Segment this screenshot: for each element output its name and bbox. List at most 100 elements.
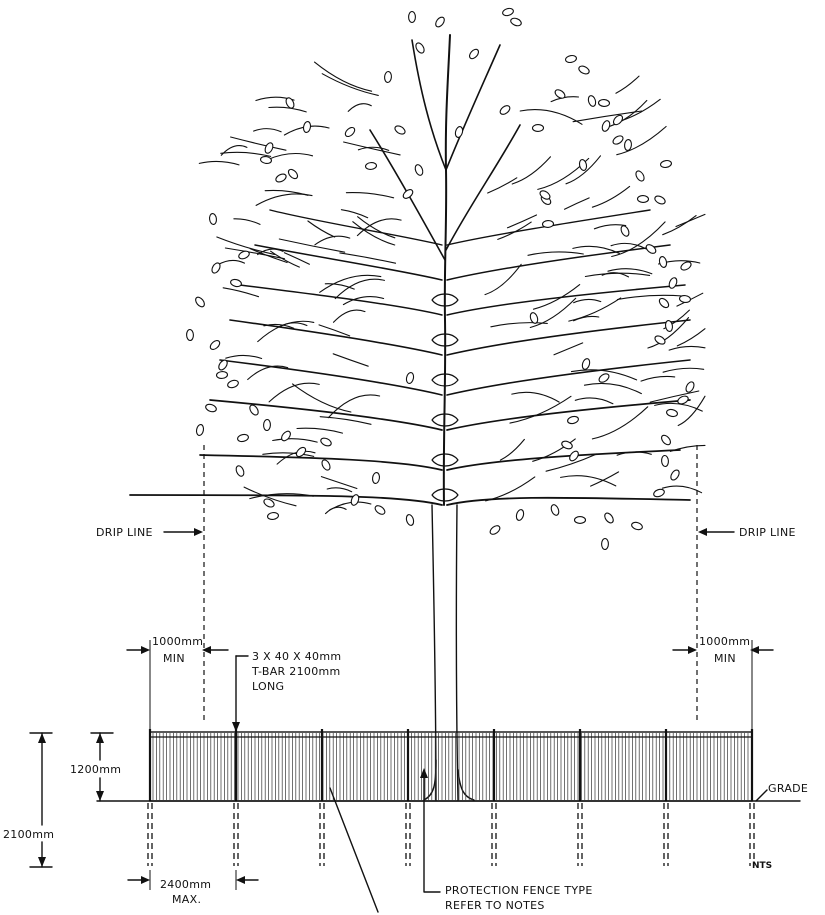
leaf-shape — [263, 418, 271, 432]
leaf-shape — [209, 339, 221, 351]
tree-branch — [615, 75, 640, 94]
leaf-shape — [238, 250, 250, 260]
tbar-callout-line1: 3 X 40 X 40mm — [252, 650, 341, 663]
leaf-shape — [515, 509, 525, 521]
tree-branch — [654, 402, 703, 412]
leaf-shape — [249, 404, 259, 416]
tree-branch — [442, 34, 451, 506]
tree-branch — [662, 367, 705, 373]
tree-drawing — [129, 7, 706, 801]
leaf-shape — [677, 395, 689, 405]
drip-line-right-label: DRIP LINE — [739, 526, 796, 539]
height-total-label: 2100mm — [3, 828, 54, 841]
trunk-knot — [431, 333, 459, 347]
tree-branch — [662, 215, 697, 236]
trunk-knot — [431, 293, 459, 307]
tree-branch — [446, 209, 651, 246]
min-offset-left-unit: MIN — [163, 652, 185, 665]
leaf-shape — [554, 89, 566, 99]
tree-branch — [324, 506, 347, 515]
height-2100-dimension — [29, 732, 53, 868]
leaf-shape — [578, 65, 590, 75]
tree-branch — [553, 342, 584, 356]
tree-branch — [446, 399, 691, 431]
tree-branch — [511, 391, 560, 403]
tree-branch — [583, 382, 642, 395]
tree-branch — [616, 451, 652, 456]
grade-leader — [755, 789, 768, 802]
tree-branch — [676, 328, 706, 347]
tree-branch — [446, 284, 686, 316]
tree-branch — [352, 221, 396, 246]
min-offset-right-dimension — [672, 640, 774, 730]
leaf-shape — [581, 358, 591, 370]
tree-branch — [263, 323, 295, 329]
tree-branch — [574, 397, 614, 405]
tree-branch — [343, 141, 401, 156]
leaf-shape — [670, 469, 680, 481]
leaf-shape — [620, 225, 630, 237]
drip-line-left-arrowhead — [194, 528, 203, 536]
tree-branch — [532, 438, 576, 462]
leaf-shape — [664, 319, 674, 333]
leaf-shape — [405, 514, 415, 526]
tree-branch — [499, 438, 525, 461]
tree-branch — [675, 213, 706, 228]
leaf-shape — [195, 296, 205, 308]
tree-branch — [487, 177, 518, 194]
height-1200-dimension — [90, 732, 114, 802]
min-offset-right-value: 1000mm — [699, 635, 750, 648]
tree-branch — [230, 136, 287, 151]
leaf-shape — [454, 126, 464, 138]
leaf-shape — [653, 488, 665, 498]
leaf-shape — [636, 195, 650, 203]
tree-branch — [611, 221, 666, 258]
tree-branch — [357, 216, 396, 239]
tree-branch — [484, 263, 522, 296]
leaf-shape — [678, 295, 692, 303]
tree-branch — [615, 98, 661, 123]
leaf-shape — [685, 381, 695, 393]
leaf-shape — [502, 7, 514, 17]
tree-branch — [268, 106, 307, 113]
tree-branch — [568, 297, 622, 322]
tree-branch — [572, 110, 643, 123]
leaf-shape — [287, 168, 299, 180]
leaf-shape — [510, 17, 522, 27]
leaf-shape — [281, 430, 291, 442]
fence-type-line1: PROTECTION FENCE TYPE — [445, 884, 593, 897]
tree-branch — [319, 416, 372, 425]
leaf-shape — [227, 379, 239, 389]
tree-branch — [573, 315, 600, 322]
spacing-unit-label: MAX. — [172, 893, 201, 906]
tree-branch — [321, 73, 379, 96]
tree-branch — [222, 287, 260, 298]
leaf-shape — [489, 525, 501, 535]
tree-branch — [560, 475, 617, 487]
leaf-shape — [573, 516, 587, 524]
tree-branch — [345, 192, 395, 199]
leaf-shape — [215, 371, 229, 379]
leaf-shape — [631, 521, 643, 531]
tree-branch — [445, 44, 501, 171]
leaf-shape — [186, 328, 194, 342]
leaf-shape — [264, 142, 274, 154]
tree-branch — [272, 438, 318, 443]
leaf-shape — [531, 124, 545, 132]
tree-branch — [357, 146, 390, 151]
tree-branch — [334, 278, 385, 300]
tree-branch — [347, 103, 372, 112]
leaf-shape — [624, 138, 632, 152]
leaf-shape — [565, 54, 577, 64]
tree-branch — [572, 245, 620, 255]
tree-branch — [445, 124, 521, 251]
tree-branch — [319, 274, 382, 293]
tree-branch — [490, 322, 548, 328]
fence-type-line2: REFER TO NOTES — [445, 899, 545, 912]
tree-branch — [257, 320, 315, 343]
tree-branch — [616, 125, 667, 156]
tree-branch — [224, 247, 285, 260]
fence-mesh — [150, 733, 752, 800]
leaf-shape — [209, 212, 217, 226]
tree-branch — [243, 486, 297, 507]
